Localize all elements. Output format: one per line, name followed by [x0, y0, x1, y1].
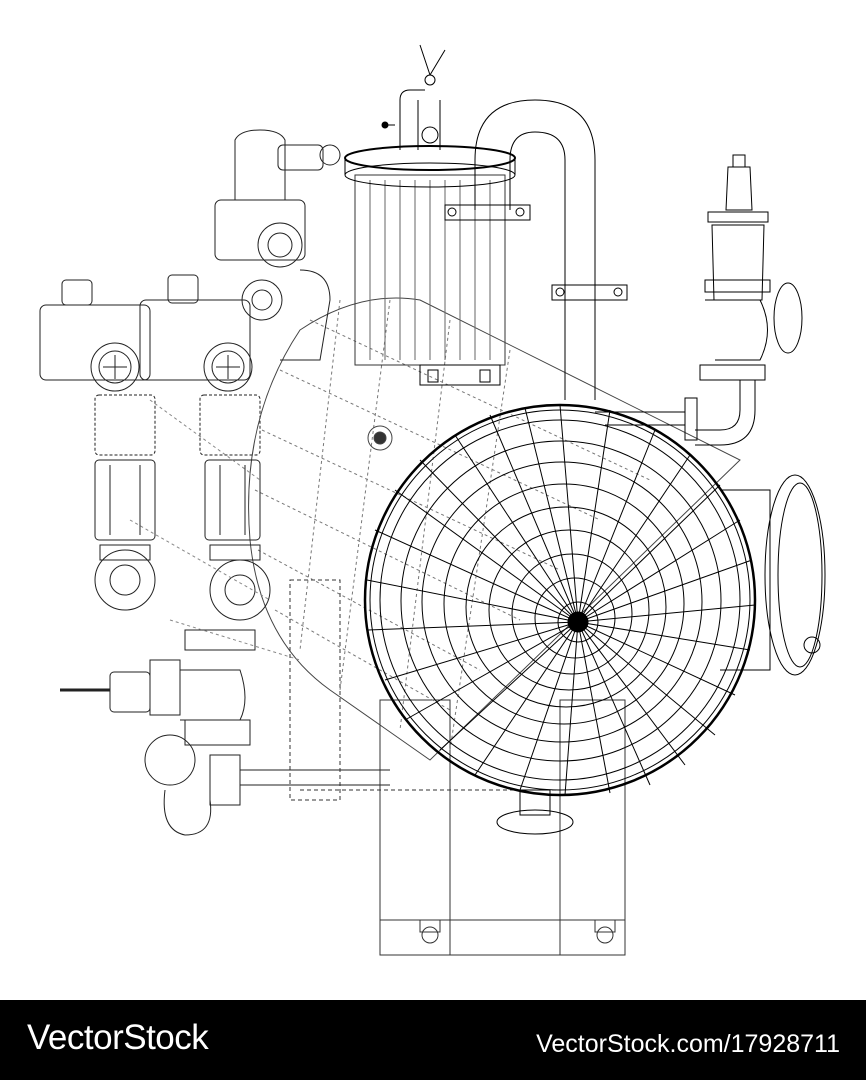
support-frame [289, 579, 626, 956]
u-bend-pipe [444, 99, 628, 400]
image-id-link-text: VectorStock.com/17928711 [536, 1030, 840, 1058]
right-flange [720, 474, 826, 676]
left-valve-cluster [39, 129, 390, 836]
watermark-footer: VectorStock VectorStock.com/17928711 [0, 1000, 866, 1080]
wireframe-illustration [39, 44, 826, 956]
bottom-nozzle [496, 789, 574, 835]
top-manhole [344, 44, 516, 386]
relief-valve [595, 154, 803, 446]
brand-logo-text: VectorStock [27, 1018, 209, 1057]
vessel-body [248, 297, 741, 761]
sphere-end-cap [363, 403, 757, 797]
